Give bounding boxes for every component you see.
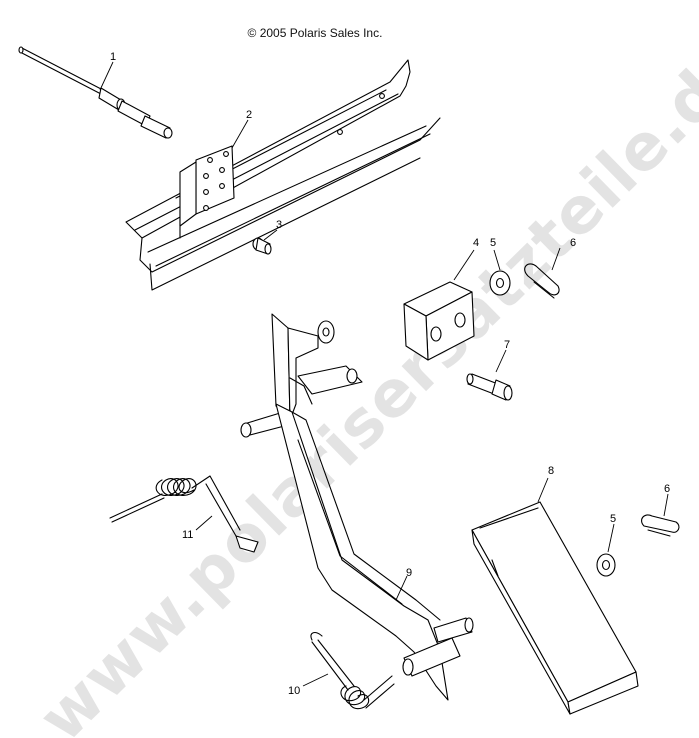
washer-lower[interactable] xyxy=(596,553,616,577)
part-labels: 1 2 3 4 5 6 7 8 5 6 9 10 11 xyxy=(110,51,670,697)
label-part-1: 1 xyxy=(110,51,116,63)
brake-pedal-arm[interactable] xyxy=(240,313,474,701)
label-part-4: 4 xyxy=(473,237,479,249)
label-part-7: 7 xyxy=(504,339,510,351)
pedal-pad[interactable] xyxy=(471,501,639,715)
label-part-5b: 5 xyxy=(610,513,616,525)
return-spring-lower[interactable] xyxy=(310,631,395,710)
label-part-9: 9 xyxy=(406,567,412,579)
label-part-3: 3 xyxy=(276,219,282,231)
label-part-5a: 5 xyxy=(490,237,496,249)
copyright-text: © 2005 Polaris Sales Inc. xyxy=(247,26,383,40)
label-part-11: 11 xyxy=(182,529,193,541)
pivot-block[interactable] xyxy=(403,281,475,361)
label-part-8: 8 xyxy=(548,465,554,477)
bolt-small[interactable] xyxy=(252,237,272,255)
frame-rail-bracket[interactable] xyxy=(125,59,441,291)
label-part-6b: 6 xyxy=(664,483,670,495)
hair-pin-clip-lower[interactable] xyxy=(641,514,680,537)
washer-upper[interactable] xyxy=(489,270,511,296)
hair-pin-clip-upper[interactable] xyxy=(524,263,560,299)
rod-cable-part[interactable] xyxy=(18,46,173,139)
leader-lines xyxy=(99,61,669,687)
label-part-2: 2 xyxy=(246,109,252,121)
torsion-spring-upper[interactable] xyxy=(109,475,259,553)
pivot-bolt[interactable] xyxy=(466,373,513,401)
label-part-6a: 6 xyxy=(570,237,576,249)
label-part-10: 10 xyxy=(288,685,300,697)
